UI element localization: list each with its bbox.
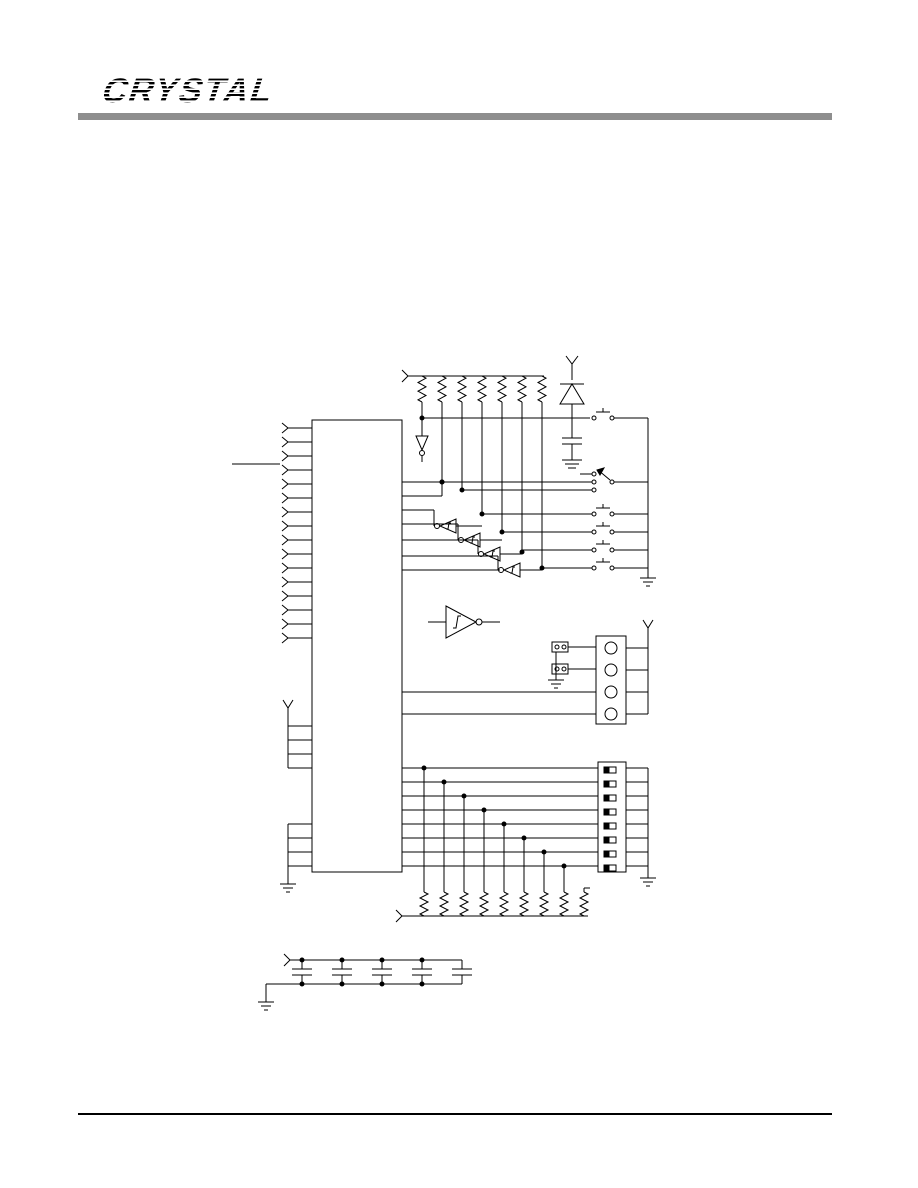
schmitt-inverters [402,509,543,578]
dip-switch [402,761,656,887]
left-input-pins [281,422,312,644]
reset-diode-circuit [559,355,585,469]
decoupling-capacitors [258,953,472,1011]
crystal-logo: CRYSTAL [100,72,275,106]
schmitt-inverter-legend [428,605,500,639]
ground-tied-pins [280,823,312,893]
jumpers [548,641,596,689]
reset-line [415,417,590,462]
footer-rule [78,1113,832,1115]
pullup-resistor-network-bottom [395,765,590,923]
switch-common-bus [640,418,656,587]
pushbutton-switches [402,408,648,571]
four-pin-connector [402,619,654,725]
vcc-tied-pins [282,699,312,769]
svg-text:CRYSTAL: CRYSTAL [100,72,275,106]
microcontroller-ic [311,419,403,873]
header-bar [78,113,832,120]
pullup-resistor-network-top [401,369,548,571]
